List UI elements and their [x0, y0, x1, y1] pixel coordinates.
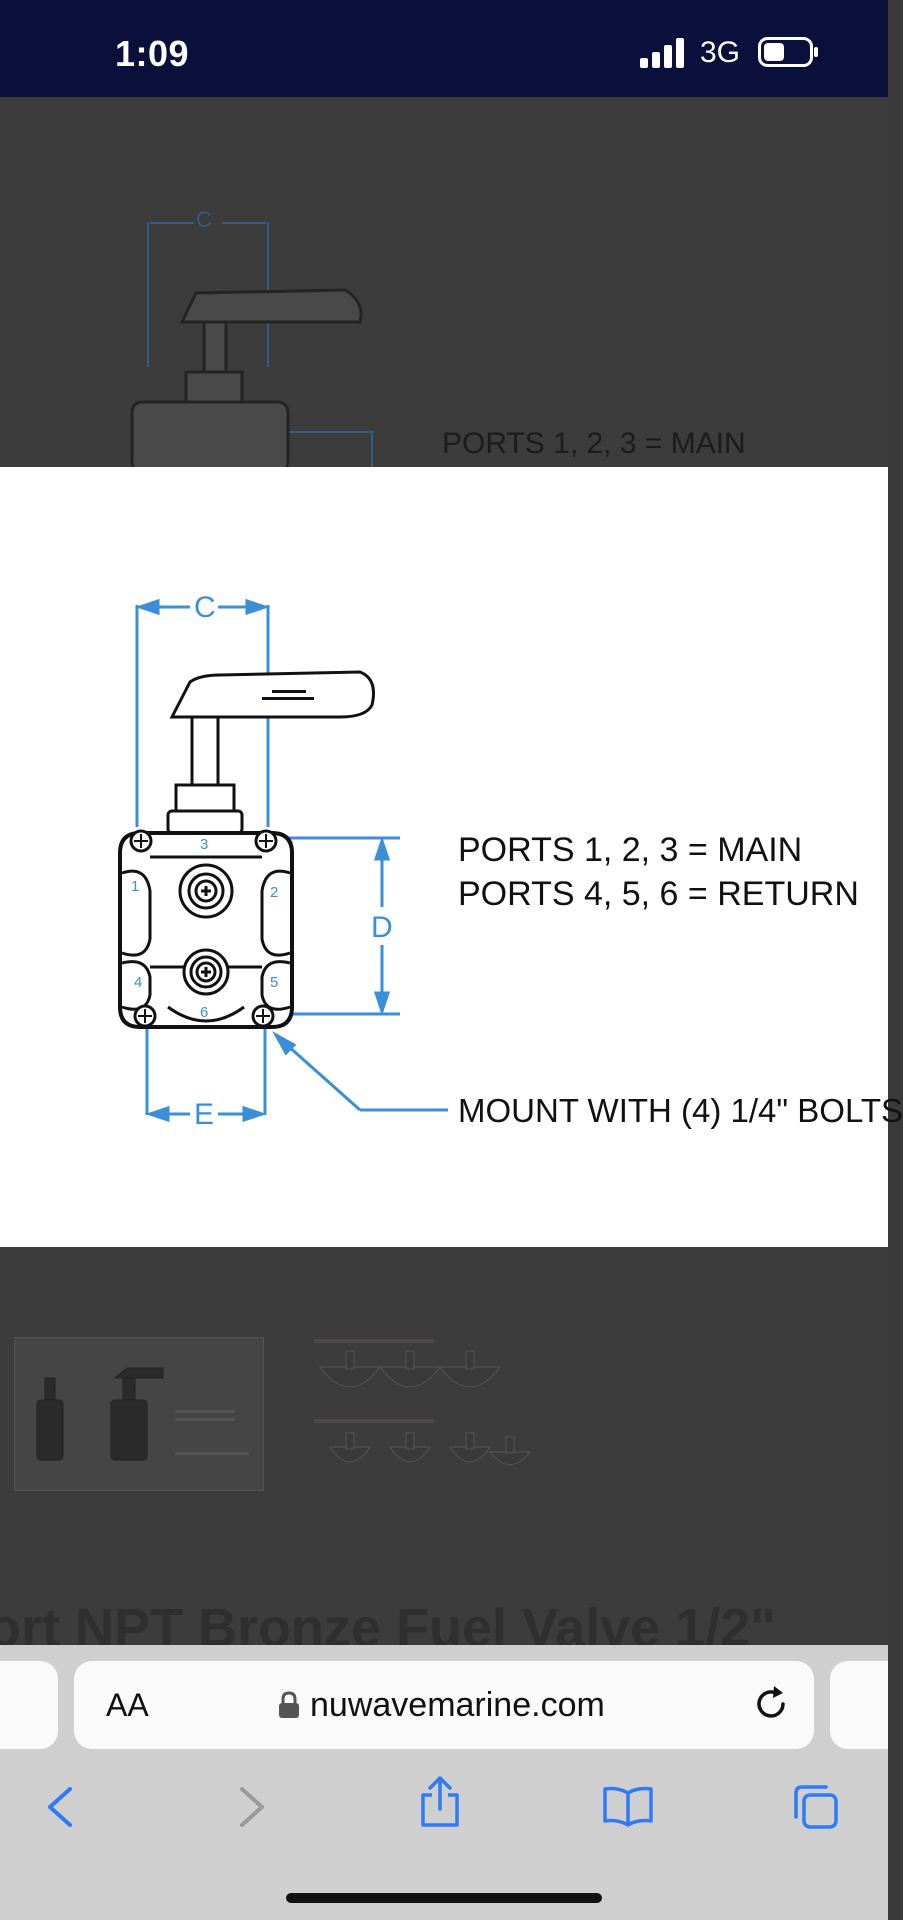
status-time: 1:09	[115, 33, 190, 74]
ports-main-text: PORTS 1, 2, 3 = MAIN	[458, 831, 803, 869]
network-type: 3G	[700, 36, 741, 69]
port-5-outline	[260, 960, 291, 1011]
home-indicator	[286, 1893, 602, 1903]
dimension-c-label: C	[194, 591, 216, 624]
status-bar: 1:09 3G	[0, 0, 888, 97]
thumbnail-variants-diagram	[314, 1339, 532, 1465]
valve-body	[118, 831, 294, 1029]
port-4-outline	[121, 960, 152, 1011]
svg-text:C: C	[196, 207, 212, 232]
port-2-outline	[260, 869, 291, 957]
background-ports-text: PORTS 1, 2, 3 = MAIN	[442, 427, 746, 460]
next-tab-preview[interactable]	[830, 1661, 888, 1749]
book-icon[interactable]	[602, 1785, 654, 1827]
browser-bottom-bar: AA nuwavemarine.com	[0, 1645, 888, 1920]
url-text: nuwavemarine.com	[310, 1685, 605, 1724]
valve-dimension-diagram: C D E 3 1 2 4 5 6	[118, 591, 448, 1131]
text-size-button[interactable]: AA	[106, 1687, 149, 1723]
share-icon[interactable]	[418, 1775, 462, 1829]
tabs-icon[interactable]	[792, 1783, 840, 1831]
port-number-4: 4	[134, 974, 142, 991]
valve-handle	[169, 670, 375, 719]
dimension-e-label: E	[194, 1098, 214, 1131]
image-viewer[interactable]: C D E 3 1 2 4 5 6 PORTS 1, 2, 3 = MAIN P…	[0, 467, 903, 1247]
signal-icon	[640, 38, 684, 68]
chevron-left-icon[interactable]	[44, 1785, 76, 1829]
lock-icon	[279, 1691, 299, 1718]
valve-bonnet	[174, 783, 236, 813]
address-bar[interactable]: AA nuwavemarine.com	[74, 1661, 814, 1749]
mount-note-text: MOUNT WITH (4) 1/4" BOLTS	[458, 1092, 903, 1129]
previous-tab-preview[interactable]	[0, 1661, 58, 1749]
port-number-5: 5	[270, 974, 278, 991]
port-number-2: 2	[270, 884, 278, 901]
reload-icon[interactable]	[750, 1683, 792, 1725]
battery-icon	[758, 37, 818, 67]
thumbnail-diagram	[36, 1367, 249, 1461]
gallery-thumbnail-variants[interactable]	[310, 1337, 550, 1489]
port-number-3: 3	[200, 836, 208, 853]
chevron-right-icon[interactable]	[236, 1785, 268, 1829]
background-valve-diagram: C	[130, 207, 374, 474]
gallery-thumbnail-dimensions[interactable]	[14, 1337, 264, 1491]
url-display[interactable]: nuwavemarine.com	[278, 1685, 605, 1725]
ports-return-text: PORTS 4, 5, 6 = RETURN	[458, 875, 859, 913]
valve-nut	[166, 809, 244, 835]
port-number-6: 6	[200, 1004, 208, 1021]
dimension-d-label: D	[371, 911, 393, 944]
valve-stem	[190, 715, 220, 787]
port-1-outline	[121, 869, 152, 957]
port-number-1: 1	[131, 878, 139, 895]
